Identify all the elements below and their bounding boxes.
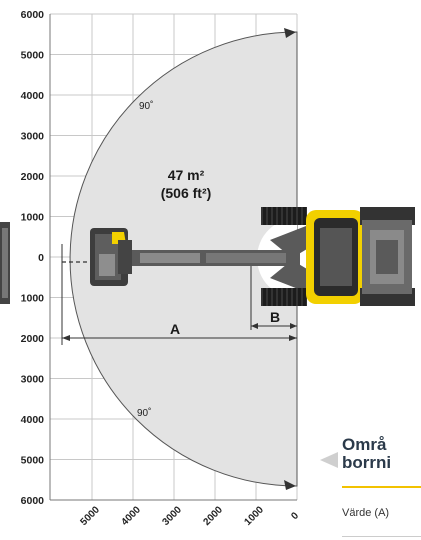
y-tick-label: 0 — [38, 252, 44, 264]
track-link — [268, 288, 271, 306]
pointer-triangle-icon — [320, 452, 338, 468]
track-link — [303, 207, 306, 225]
boom — [124, 226, 312, 292]
x-tick-label: 4000 — [119, 504, 143, 528]
dimension-b-label: B — [270, 309, 280, 325]
x-tick-label: 3000 — [160, 504, 184, 528]
side-panel: Områ borrni Värde (A) — [342, 436, 421, 540]
y-axis-ticks: 6000 5000 4000 3000 2000 1000 0 1000 2000 3000 400… — [21, 9, 45, 507]
arc-arrow-top — [284, 28, 296, 38]
area-label-imperial: (506 ft²) — [161, 185, 212, 201]
track-link — [278, 207, 281, 225]
track-link — [283, 207, 286, 225]
y-tick-label: 6000 — [21, 495, 45, 507]
y-tick-label: 4000 — [21, 414, 45, 426]
area-label-metric: 47 m² — [168, 167, 205, 183]
y-tick-label: 3000 — [21, 131, 45, 143]
x-tick-label: 5000 — [78, 504, 102, 528]
dimension-a-arrow-left — [62, 335, 70, 341]
carrier — [261, 207, 415, 306]
value-row-label: Värde (A) — [342, 507, 390, 519]
row-divider — [342, 536, 421, 537]
side-panel-title-line1: Områ — [342, 436, 387, 454]
track-link — [288, 288, 291, 306]
y-tick-label: 1000 — [21, 212, 45, 224]
y-tick-label: 3000 — [21, 374, 45, 386]
track-link — [263, 207, 266, 225]
angle-label-bottom: 90˚ — [137, 407, 151, 419]
y-tick-label: 6000 — [21, 9, 45, 21]
side-panel-title: Områ borrni — [342, 436, 421, 472]
x-tick-label: 2000 — [201, 504, 225, 528]
left-outrigger — [0, 222, 10, 304]
track-link — [293, 207, 296, 225]
dimension-a-arrow-right — [289, 335, 297, 341]
y-tick-label: 1000 — [21, 293, 45, 305]
x-axis-ticks: 5000 4000 3000 2000 1000 0 — [78, 504, 301, 528]
track-link — [273, 288, 276, 306]
dimension-a-label: A — [170, 321, 180, 337]
track-link — [298, 288, 301, 306]
track-link — [278, 288, 281, 306]
accent-rule — [342, 486, 421, 488]
y-tick-label: 4000 — [21, 90, 45, 102]
side-panel-title-line2: borrni — [342, 453, 392, 472]
y-tick-label: 2000 — [21, 333, 45, 345]
drill-head — [90, 228, 132, 286]
y-tick-label: 5000 — [21, 455, 45, 467]
x-tick-label: 0 — [289, 510, 301, 522]
track-link — [273, 207, 276, 225]
track-link — [303, 288, 306, 306]
dimension-b-arrow-right — [290, 323, 297, 329]
y-tick-label: 5000 — [21, 50, 45, 62]
track-link — [263, 288, 266, 306]
track-link — [283, 288, 286, 306]
dimension-b-arrow-left — [251, 323, 258, 329]
track-link — [288, 207, 291, 225]
arc-arrow-bottom — [284, 480, 296, 490]
track-link — [268, 207, 271, 225]
track-link — [293, 288, 296, 306]
track-link — [298, 207, 301, 225]
x-tick-label: 1000 — [242, 504, 266, 528]
angle-label-top: 90˚ — [139, 100, 153, 112]
y-tick-label: 2000 — [21, 171, 45, 183]
